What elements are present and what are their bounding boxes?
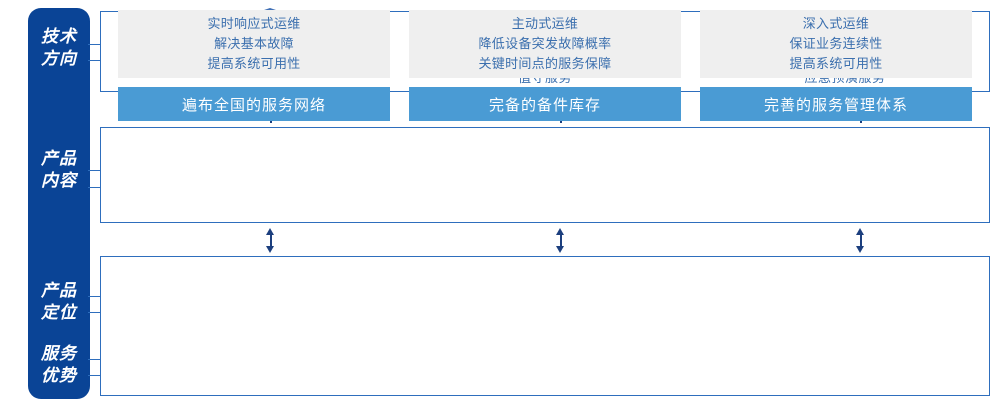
advantage-bar[interactable]: 完备的备件库存 — [409, 87, 681, 121]
arrow-bidirectional-icon — [554, 228, 567, 253]
position-line: 关键时间点的服务保障 — [478, 56, 612, 71]
connector-stub — [88, 312, 101, 313]
position-advantage-section — [100, 256, 990, 396]
position-line: 提高系统可用性 — [207, 56, 301, 71]
connector-stub — [88, 187, 101, 188]
position-line: 提高系统可用性 — [789, 56, 883, 71]
position-line: 主动式运维 — [511, 16, 579, 31]
position-line: 深入式运维 — [802, 16, 870, 31]
advantage-bar[interactable]: 完善的服务管理体系 — [700, 87, 972, 121]
bottom-column-proactive[interactable]: 主动式运维 降低设备突发故障概率 关键时间点的服务保障 完备的备件库存 — [409, 10, 681, 121]
position-line: 保证业务连续性 — [789, 36, 883, 51]
position-card: 实时响应式运维 解决基本故障 提高系统可用性 — [118, 10, 390, 78]
connector-stub — [88, 296, 101, 297]
position-line: 实时响应式运维 — [207, 16, 301, 31]
bottom-column-deep[interactable]: 深入式运维 保证业务连续性 提高系统可用性 完善的服务管理体系 — [700, 10, 972, 121]
position-card: 深入式运维 保证业务连续性 提高系统可用性 — [700, 10, 972, 78]
category-rail — [28, 8, 90, 399]
connector-stub — [88, 170, 101, 171]
position-line: 降低设备突发故障概率 — [478, 36, 612, 51]
advantage-bar[interactable]: 遍布全国的服务网络 — [118, 87, 390, 121]
position-card: 主动式运维 降低设备突发故障概率 关键时间点的服务保障 — [409, 10, 681, 78]
arrow-bidirectional-icon — [264, 228, 277, 253]
connector-stub — [88, 375, 101, 376]
connector-stub — [88, 60, 101, 61]
arrow-bidirectional-icon — [854, 228, 867, 253]
product-content-section — [100, 127, 990, 223]
connector-stub — [88, 359, 101, 360]
connector-stub — [88, 44, 101, 45]
position-line: 解决基本故障 — [214, 36, 294, 51]
bottom-column-realtime[interactable]: 实时响应式运维 解决基本故障 提高系统可用性 遍布全国的服务网络 — [118, 10, 390, 121]
